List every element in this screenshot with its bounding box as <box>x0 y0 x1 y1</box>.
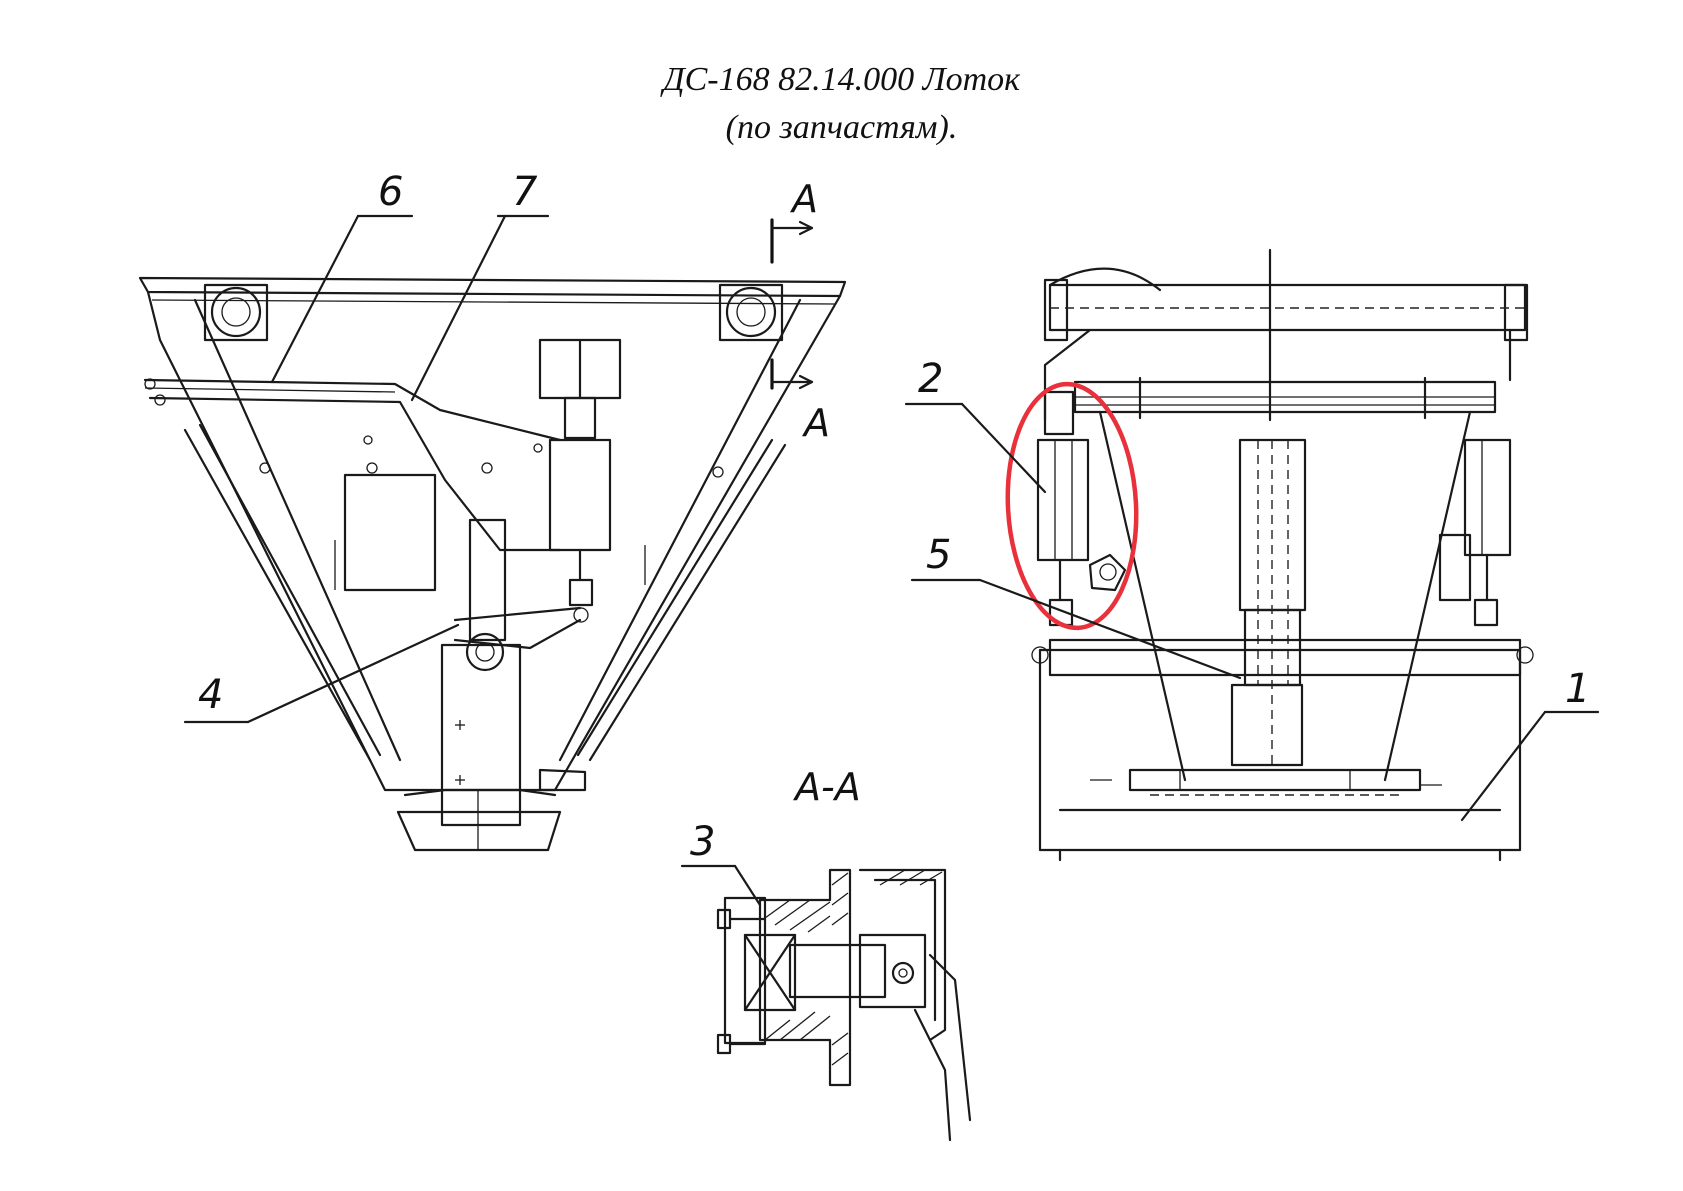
callouts-left: 6 7 4 <box>183 169 550 724</box>
callout-1: 1 <box>1565 666 1590 712</box>
callout-4: 4 <box>198 672 223 718</box>
side-view-frame <box>1031 248 1534 862</box>
section-view-label: А-А <box>792 765 861 809</box>
callout-6: 6 <box>378 169 403 215</box>
section-mark-top: А <box>789 177 818 221</box>
callout-2: 2 <box>918 356 943 402</box>
callout-5: 5 <box>926 532 951 578</box>
section-cut-marks: А А <box>770 177 830 445</box>
section-mark-bottom: А <box>801 401 830 445</box>
drawing-title: ДС-168 82.14.000 Лоток <box>662 61 1021 98</box>
callout-3: 3 <box>690 819 715 865</box>
section-view-a-a: А-А 3 <box>680 765 972 1142</box>
highlight-ellipse <box>1005 381 1139 631</box>
front-view-hopper <box>138 276 847 852</box>
drawing-subtitle: (по запчастям). <box>725 109 958 146</box>
callout-7: 7 <box>512 169 538 215</box>
callouts-right: 2 5 1 <box>904 356 1600 822</box>
